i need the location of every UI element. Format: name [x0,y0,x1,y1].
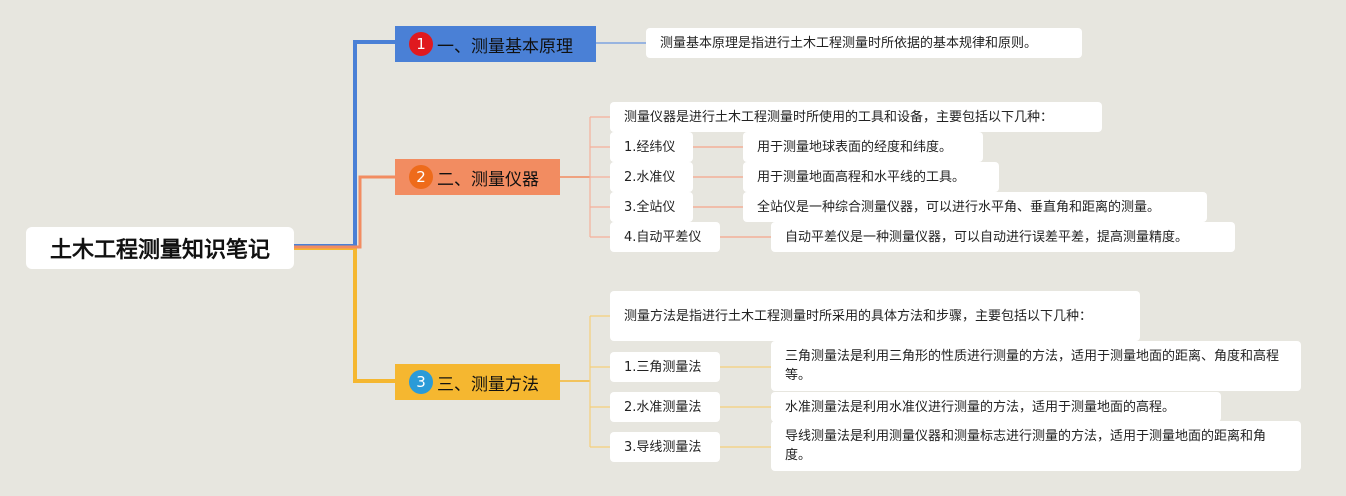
item-name: 3.导线测量法 [624,439,702,455]
instrument-item-level[interactable]: 2.水准仪 [610,162,693,192]
item-name: 1.三角测量法 [624,359,702,375]
item-name: 3.全站仪 [624,199,676,215]
method-desc-traverse[interactable]: 导线测量法是利用测量仪器和测量标志进行测量的方法，适用于测量地面的距离和角度。 [771,421,1301,471]
number-badge-3: 3 [409,370,433,394]
instrument-desc-total-station[interactable]: 全站仪是一种综合测量仪器，可以进行水平角、垂直角和距离的测量。 [743,192,1207,222]
branch-label: 三、测量方法 [437,374,539,395]
description-text: 测量基本原理是指进行土木工程测量时所依据的基本规律和原则。 [660,35,1038,51]
branch-label: 二、测量仪器 [437,169,539,190]
instrument-desc-auto-adjust[interactable]: 自动平差仪是一种测量仪器，可以自动进行误差平差，提高测量精度。 [771,222,1235,252]
branch-label: 一、测量基本原理 [437,36,573,57]
item-desc: 导线测量法是利用测量仪器和测量标志进行测量的方法，适用于测量地面的距离和角度。 [785,429,1267,463]
intro-text: 测量方法是指进行土木工程测量时所采用的具体方法和步骤，主要包括以下几种： [624,308,1093,324]
instrument-item-total-station[interactable]: 3.全站仪 [610,192,693,222]
item-desc: 全站仪是一种综合测量仪器，可以进行水平角、垂直角和距离的测量。 [757,199,1161,215]
number-badge-1: 1 [409,32,433,56]
method-item-triangulation[interactable]: 1.三角测量法 [610,352,720,382]
root-title: 土木工程测量知识笔记 [49,238,270,263]
item-desc: 自动平差仪是一种测量仪器，可以自动进行误差平差，提高测量精度。 [785,229,1189,245]
method-item-traverse[interactable]: 3.导线测量法 [610,432,720,462]
instrument-item-auto-adjust[interactable]: 4.自动平差仪 [610,222,720,252]
branch-instruments[interactable]: 2 二、测量仪器 [395,159,560,195]
branch-principles[interactable]: 1 一、测量基本原理 [395,26,596,62]
method-desc-leveling[interactable]: 水准测量法是利用水准仪进行测量的方法，适用于测量地面的高程。 [771,392,1221,422]
instrument-desc-theodolite[interactable]: 用于测量地球表面的经度和纬度。 [743,132,983,162]
intro-text: 测量仪器是进行土木工程测量时所使用的工具和设备，主要包括以下几种： [624,109,1054,125]
instrument-desc-level[interactable]: 用于测量地面高程和水平线的工具。 [743,162,999,192]
item-name: 2.水准测量法 [624,399,702,415]
item-name: 2.水准仪 [624,169,676,185]
item-desc: 用于测量地球表面的经度和纬度。 [757,139,953,155]
method-item-leveling[interactable]: 2.水准测量法 [610,392,720,422]
principles-description[interactable]: 测量基本原理是指进行土木工程测量时所依据的基本规律和原则。 [646,28,1082,58]
branch-methods[interactable]: 3 三、测量方法 [395,364,560,400]
instruments-intro[interactable]: 测量仪器是进行土木工程测量时所使用的工具和设备，主要包括以下几种： [610,102,1102,132]
item-name: 1.经纬仪 [624,139,676,155]
instrument-item-theodolite[interactable]: 1.经纬仪 [610,132,693,162]
methods-intro[interactable]: 测量方法是指进行土木工程测量时所采用的具体方法和步骤，主要包括以下几种： [610,291,1140,341]
number-badge-2: 2 [409,165,433,189]
root-node[interactable]: 土木工程测量知识笔记 [26,227,294,269]
item-desc: 用于测量地面高程和水平线的工具。 [757,169,966,185]
item-name: 4.自动平差仪 [624,229,702,245]
item-desc: 三角测量法是利用三角形的性质进行测量的方法，适用于测量地面的距离、角度和高程等。 [785,349,1280,383]
item-desc: 水准测量法是利用水准仪进行测量的方法，适用于测量地面的高程。 [785,399,1176,415]
method-desc-triangulation[interactable]: 三角测量法是利用三角形的性质进行测量的方法，适用于测量地面的距离、角度和高程等。 [771,341,1301,391]
